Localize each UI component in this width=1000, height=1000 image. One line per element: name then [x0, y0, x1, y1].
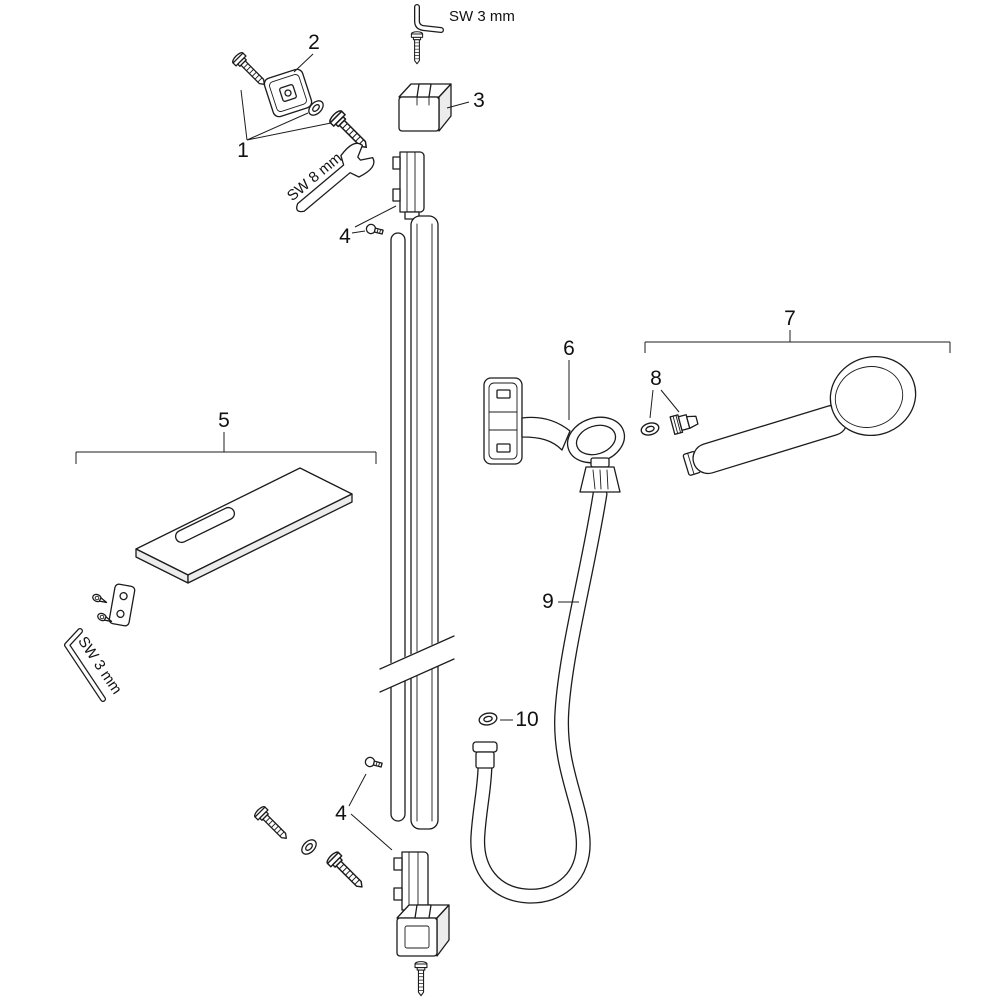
bar-break-marks	[379, 635, 455, 693]
leader-part5	[75, 432, 377, 464]
wall-bracket-top	[398, 83, 452, 132]
fixing-screw-long-bottom	[324, 849, 369, 894]
hose-end-fitting	[472, 741, 498, 769]
leader-part8	[649, 389, 680, 419]
callout-part8: 8	[650, 367, 662, 390]
glass-shelf	[135, 467, 353, 584]
hose-conical-nut	[579, 457, 621, 493]
slider-pin-screw-bottom	[363, 755, 384, 771]
callout-part6: 6	[563, 337, 575, 360]
allen-key-size-label-top: SW 3 mm	[449, 8, 515, 25]
hose-washer	[477, 710, 499, 728]
slide-unit	[483, 377, 626, 465]
callout-part7: 7	[784, 307, 796, 330]
leader-part1	[240, 89, 332, 141]
leader-part4-top	[351, 205, 397, 234]
callout-part1: 1	[237, 139, 249, 162]
shelf-grub-screws	[90, 592, 114, 626]
fixing-screw-top-left	[230, 50, 270, 90]
callout-part3: 3	[473, 89, 485, 112]
allen-key-3mm-left	[64, 628, 106, 702]
leader-part3	[446, 101, 470, 109]
wall-bracket-bottom	[396, 904, 450, 957]
check-valve	[669, 414, 699, 435]
slider-pin-screw-top	[364, 222, 385, 238]
leader-part2	[293, 53, 314, 73]
callout-part4-top: 4	[339, 225, 351, 248]
fixing-screw-bottom-left	[252, 804, 292, 844]
washer-bottom	[298, 836, 320, 858]
grub-screw-top	[410, 31, 424, 65]
wall-bar	[390, 215, 439, 830]
shower-washer	[639, 420, 661, 438]
shelf-mount-plate	[108, 583, 136, 627]
bracket-screw-bottom	[414, 961, 428, 997]
callout-part10: 10	[515, 708, 538, 731]
shower-hose	[470, 486, 608, 904]
callout-part5: 5	[218, 409, 230, 432]
callout-part9: 9	[542, 590, 554, 613]
leader-part4-bottom	[348, 773, 393, 851]
rail-slider-top	[392, 151, 425, 220]
allen-key-3mm-top	[414, 4, 444, 33]
hand-shower	[682, 355, 917, 476]
leader-part7	[644, 330, 951, 353]
rail-slider-bottom	[393, 851, 429, 911]
callout-part4-bottom: 4	[335, 802, 347, 825]
callout-part2: 2	[308, 31, 320, 54]
escutcheon-plate	[263, 68, 313, 118]
